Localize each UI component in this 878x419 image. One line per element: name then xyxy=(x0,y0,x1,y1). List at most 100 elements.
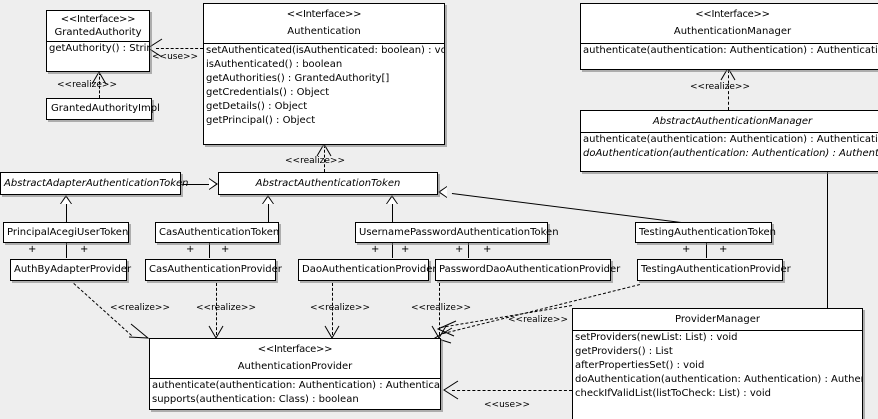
method-get-providers: getProviders() : List xyxy=(575,346,673,357)
class-authentication[interactable]: <<Interface>> Authentication setAuthenti… xyxy=(203,3,445,145)
connector-generalization-provider-manager xyxy=(827,172,828,308)
class-name-password-dao-authentication-provider: PasswordDaoAuthenticationProvider xyxy=(439,264,621,275)
association-plus-upat-c: + xyxy=(455,244,464,255)
connector-association-principal-token-provider xyxy=(66,242,67,258)
class-authentication-provider[interactable]: <<Interface>> AuthenticationProvider aut… xyxy=(149,338,441,410)
method-authenticate: authenticate(authentication: Authenticat… xyxy=(583,45,878,56)
stereotype-interface: <<Interface>> xyxy=(60,14,136,25)
class-name-testing-authentication-token: TestingAuthenticationToken xyxy=(639,227,777,238)
method-after-properties-set: afterPropertiesSet() : void xyxy=(575,360,705,371)
class-password-dao-authentication-provider[interactable]: PasswordDaoAuthenticationProvider xyxy=(435,259,621,281)
connector-generalization-username-password-token xyxy=(392,204,393,222)
association-plus-cas-right: + xyxy=(221,244,230,255)
method-get-authorities: getAuthorities() : GrantedAuthority[] xyxy=(206,73,390,84)
class-authentication-manager[interactable]: <<Interface>> AuthenticationManager auth… xyxy=(580,3,878,70)
class-provider-manager[interactable]: ProviderManager setProviders(newList: Li… xyxy=(572,308,863,419)
method-do-authentication: doAuthentication(authentication: Authent… xyxy=(583,148,878,159)
class-name-auth-by-adapter-provider: AuthByAdapterProvider xyxy=(14,264,132,275)
class-username-password-authentication-token[interactable]: UsernamePasswordAuthenticationToken xyxy=(355,222,559,243)
class-name-abstract-authentication-token: AbstractAuthenticationToken xyxy=(255,178,401,189)
connector-association-cas-token-provider xyxy=(209,242,210,258)
class-name-principal-acegi-user-token: PrincipalAcegiUserToken xyxy=(7,227,129,238)
class-header-abstract-adapter-authentication-token: AbstractAdapterAuthenticationToken xyxy=(1,173,189,194)
class-abstract-authentication-token[interactable]: AbstractAuthenticationToken xyxy=(218,172,438,195)
class-header-password-dao-authentication-provider: PasswordDaoAuthenticationProvider xyxy=(436,260,621,279)
class-name-testing-authentication-provider: TestingAuthenticationProvider xyxy=(641,264,791,275)
class-header-cas-authentication-token: CasAuthenticationToken xyxy=(156,223,280,242)
connector-label-realize-granted-authority-impl: <<realize>> xyxy=(57,80,117,90)
association-plus-principal-right: + xyxy=(80,244,89,255)
triangle-generalization-abstract-auth-token-upat xyxy=(386,195,398,204)
connector-use-authentication-granted-authority xyxy=(156,48,203,49)
class-name-authentication-manager: AuthenticationManager xyxy=(673,26,792,37)
class-name-authentication-provider: AuthenticationProvider xyxy=(237,361,353,372)
connector-label-use-granted-authority: <<use>> xyxy=(152,52,199,62)
methods-authentication: setAuthenticated(isAuthenticated: boolea… xyxy=(204,43,444,128)
method-set-providers: setProviders(newList: List) : void xyxy=(575,332,738,343)
connector-realize-abstract-auth-manager xyxy=(728,70,729,110)
methods-abstract-authentication-manager: authenticate(authentication: Authenticat… xyxy=(581,132,878,161)
stereotype-interface: <<Interface>> xyxy=(257,344,333,355)
class-granted-authority-impl[interactable]: GrantedAuthorityImpl xyxy=(46,98,160,120)
association-plus-testing-left: + xyxy=(682,244,691,255)
method-check-if-valid-list: checkIfValidList(listToCheck: List) : vo… xyxy=(575,388,772,399)
connector-label-realize-abstract-auth-manager: <<realize>> xyxy=(690,82,750,92)
class-header-dao-authentication-provider: DaoAuthenticationProvider xyxy=(299,260,437,279)
class-auth-by-adapter-provider[interactable]: AuthByAdapterProvider xyxy=(10,259,132,281)
connector-generalization-principal-token xyxy=(66,204,67,222)
connector-realize-dao-provider xyxy=(332,283,333,335)
class-abstract-authentication-manager[interactable]: AbstractAuthenticationManager authentica… xyxy=(580,110,878,172)
class-cas-authentication-provider[interactable]: CasAuthenticationProvider xyxy=(145,259,282,281)
connector-label-realize-password-dao-provider: <<realize>> xyxy=(411,303,471,313)
connector-label-realize-abstract-auth-token: <<realize>> xyxy=(285,156,345,166)
triangle-generalization-adapter-token xyxy=(60,195,72,204)
connector-realize-abstract-auth-token xyxy=(324,145,325,172)
arrowhead-use-authentication-provider xyxy=(443,380,459,400)
class-header-testing-authentication-provider: TestingAuthenticationProvider xyxy=(638,260,791,279)
class-header-authentication: <<Interface>> Authentication xyxy=(204,4,444,43)
class-name-authentication: Authentication xyxy=(287,26,361,37)
connector-association-upat-dao xyxy=(392,242,393,258)
arrowhead-realize-auth-by-adapter xyxy=(128,323,150,339)
class-header-principal-acegi-user-token: PrincipalAcegiUserToken xyxy=(4,223,128,242)
method-get-details: getDetails() : Object xyxy=(206,101,308,112)
class-header-granted-authority-impl: GrantedAuthorityImpl xyxy=(47,99,160,118)
connector-label-realize-auth-by-adapter: <<realize>> xyxy=(110,303,170,313)
class-name-abstract-adapter-authentication-token: AbstractAdapterAuthenticationToken xyxy=(4,178,189,189)
class-header-auth-by-adapter-provider: AuthByAdapterProvider xyxy=(11,260,132,279)
class-name-abstract-authentication-manager: AbstractAuthenticationManager xyxy=(652,116,813,127)
class-testing-authentication-token[interactable]: TestingAuthenticationToken xyxy=(635,222,777,243)
class-dao-authentication-provider[interactable]: DaoAuthenticationProvider xyxy=(298,259,437,281)
connector-label-realize-cas-provider: <<realize>> xyxy=(196,303,256,313)
arrowhead-realize-provider-manager xyxy=(436,320,457,337)
class-granted-authority[interactable]: <<Interface>> GrantedAuthority getAuthor… xyxy=(46,10,150,72)
class-header-abstract-authentication-manager: AbstractAuthenticationManager xyxy=(581,111,878,132)
association-plus-principal-left: + xyxy=(28,244,37,255)
association-plus-testing-right: + xyxy=(719,244,728,255)
class-name-cas-authentication-provider: CasAuthenticationProvider xyxy=(149,264,282,275)
class-header-authentication-provider: <<Interface>> AuthenticationProvider xyxy=(150,339,440,378)
class-cas-authentication-token[interactable]: CasAuthenticationToken xyxy=(155,222,279,243)
class-principal-acegi-user-token[interactable]: PrincipalAcegiUserToken xyxy=(3,222,129,243)
connector-generalization-cas-token xyxy=(268,204,269,222)
class-testing-authentication-provider[interactable]: TestingAuthenticationProvider xyxy=(637,259,791,281)
method-is-authenticated: isAuthenticated() : boolean xyxy=(206,59,343,70)
association-plus-cas-left: + xyxy=(186,244,195,255)
class-header-testing-authentication-token: TestingAuthenticationToken xyxy=(636,223,777,242)
class-name-username-password-authentication-token: UsernamePasswordAuthenticationToken xyxy=(359,227,559,238)
methods-granted-authority: getAuthority() : String xyxy=(47,41,149,56)
class-header-cas-authentication-provider: CasAuthenticationProvider xyxy=(146,260,282,279)
class-header-authentication-manager: <<Interface>> AuthenticationManager xyxy=(581,4,878,43)
association-plus-upat-d: + xyxy=(483,244,492,255)
triangle-generalization-abstract-auth-token-cas xyxy=(262,195,274,204)
triangle-generalization-abstract-auth-token-right xyxy=(438,186,447,198)
method-get-authority: getAuthority() : String xyxy=(49,43,149,54)
class-abstract-adapter-authentication-token[interactable]: AbstractAdapterAuthenticationToken xyxy=(0,172,189,195)
method-authenticate: authenticate(authentication: Authenticat… xyxy=(152,380,440,391)
methods-authentication-provider: authenticate(authentication: Authenticat… xyxy=(150,378,440,407)
class-name-cas-authentication-token: CasAuthenticationToken xyxy=(159,227,280,238)
method-get-principal: getPrincipal() : Object xyxy=(206,115,316,126)
class-name-granted-authority: GrantedAuthority xyxy=(54,27,142,38)
class-header-username-password-authentication-token: UsernamePasswordAuthenticationToken xyxy=(356,223,559,242)
methods-authentication-manager: authenticate(authentication: Authenticat… xyxy=(581,43,878,58)
